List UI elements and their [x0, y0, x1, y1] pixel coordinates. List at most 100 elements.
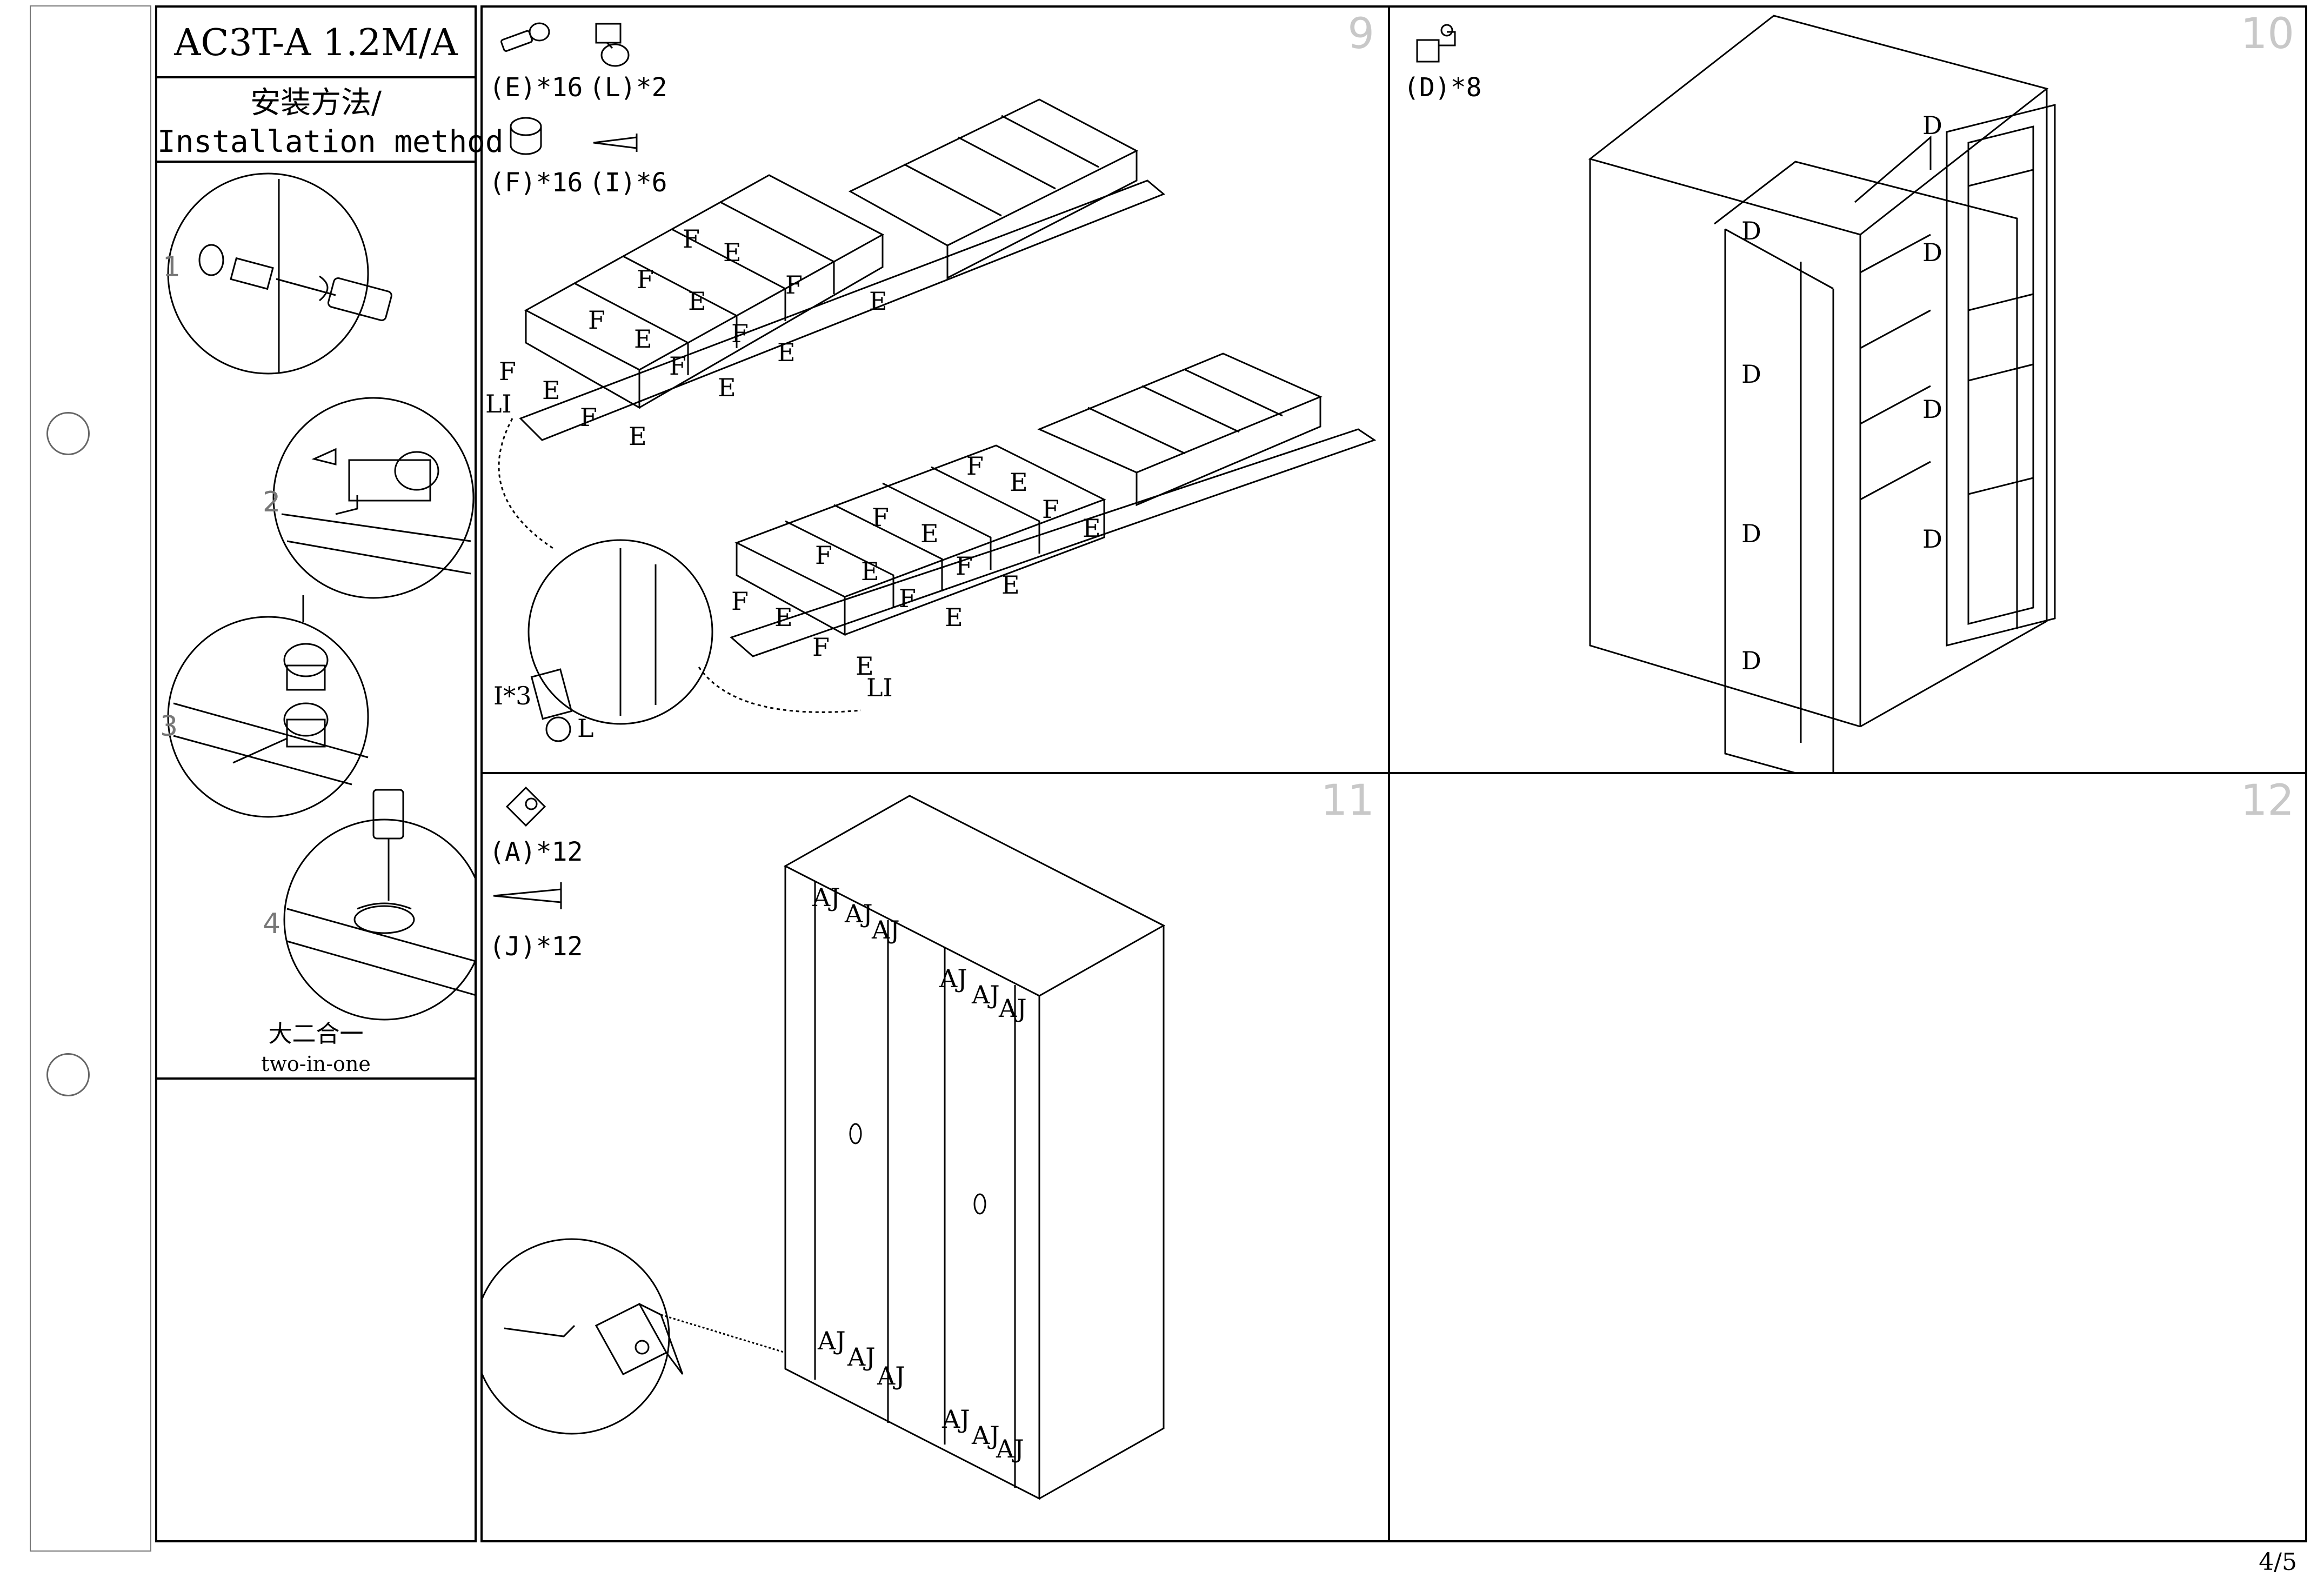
- AJ-label: AJ: [939, 964, 967, 993]
- step-11-back-drawing: [483, 795, 1166, 1500]
- F-label: F: [588, 305, 605, 335]
- AJ-label: AJ: [972, 1421, 1000, 1450]
- F-label: F: [956, 551, 973, 581]
- F-label: F: [1042, 495, 1059, 524]
- step-11-panel: 11 (A)*12 (J)*12 AJ AJ AJ AJ AJ AJ AJ AJ…: [483, 774, 1388, 1540]
- F-label: F: [669, 351, 686, 381]
- E-label: E: [542, 376, 560, 405]
- D-label: D: [1922, 111, 1942, 140]
- E-label: E: [920, 519, 939, 548]
- F-label: F: [637, 265, 654, 294]
- D-label: D: [1922, 524, 1942, 554]
- F-label: F: [731, 319, 749, 348]
- step-9-panel: 9 (E)*16 (L)*2 (F)*16 (I)*6: [483, 8, 1388, 772]
- LI-label-lower: LI: [866, 673, 893, 702]
- F-label: F: [815, 541, 832, 570]
- AJ-label: AJ: [818, 1326, 846, 1355]
- D-label: D: [1922, 238, 1942, 267]
- step-number-11: 11: [1320, 776, 1374, 825]
- F-label: F: [872, 503, 889, 532]
- step-12-panel: 12: [1390, 774, 2305, 1540]
- AJ-label: AJ: [877, 1361, 905, 1390]
- E-label: E: [945, 603, 963, 632]
- method-box: 安装方法/ Installation method: [155, 76, 504, 163]
- E-label: E: [634, 324, 652, 354]
- E-label: E: [869, 287, 887, 316]
- E-label: E: [688, 287, 706, 316]
- E-label: E: [629, 422, 647, 451]
- F-label: F: [499, 357, 516, 386]
- LI-label-upper: LI: [485, 389, 512, 418]
- part-E-icon: [500, 22, 550, 52]
- punch-hole-top: [46, 412, 90, 455]
- callout-I-label: I*3: [493, 681, 532, 710]
- E-label: E: [774, 603, 793, 632]
- part-I-icon: [593, 134, 638, 152]
- part-L-icon: [595, 23, 630, 67]
- step-number-9: 9: [1347, 10, 1374, 58]
- E-label: E: [723, 238, 742, 267]
- AJ-label: AJ: [812, 883, 840, 912]
- part-I-count: (I)*6: [589, 168, 667, 198]
- F-label: F: [785, 270, 803, 300]
- part-E-count: (E)*16: [489, 72, 583, 103]
- part-J-count: (J)*12: [489, 931, 583, 962]
- part-A-count: (A)*12: [489, 837, 583, 867]
- step-number-10: 10: [2240, 10, 2294, 58]
- F-label: F: [812, 633, 830, 662]
- E-label: E: [1083, 514, 1101, 543]
- D-label: D: [1741, 360, 1761, 389]
- empty-left-box: [155, 1077, 477, 1542]
- part-A-bracket-icon: [505, 786, 546, 827]
- binder-margin: [30, 5, 151, 1552]
- E-label: E: [1001, 570, 1020, 600]
- F-label: F: [731, 587, 749, 616]
- D-label: D: [1922, 395, 1942, 424]
- two-in-one-cn: 大二合一: [268, 1020, 364, 1048]
- method-step-2: 2: [263, 486, 281, 518]
- part-F-icon: [510, 117, 542, 155]
- F-label: F: [683, 224, 700, 254]
- grid-horizontal-divider: [480, 772, 2307, 774]
- callout-L-label: L: [577, 714, 594, 743]
- part-J-screw-icon: [493, 882, 562, 909]
- D-label: D: [1741, 519, 1761, 548]
- AJ-label: AJ: [999, 994, 1027, 1023]
- E-label: E: [1010, 468, 1028, 497]
- E-label: E: [718, 373, 736, 402]
- D-label: D: [1741, 646, 1761, 675]
- part-L-count: (L)*2: [589, 72, 667, 103]
- method-illustration-box: 1 2 3 4 大二合一 two-in-one: [155, 161, 485, 1080]
- part-D-hinge-icon: [1416, 24, 1456, 63]
- step-number-12: 12: [2240, 776, 2294, 825]
- step-10-panel: 10 (D)*8 D D D D D D D D: [1390, 8, 2305, 772]
- E-label: E: [861, 557, 879, 586]
- method-title-cn: 安装方法/: [250, 85, 382, 121]
- D-label: D: [1741, 216, 1761, 245]
- two-in-one-en: two-in-one: [261, 1052, 371, 1076]
- AJ-label: AJ: [872, 915, 900, 944]
- F-label: F: [899, 584, 916, 613]
- method-title-en: Installation method: [157, 124, 504, 159]
- model-title: AC3T-A 1.2M/A: [174, 22, 458, 64]
- part-D-count: (D)*8: [1404, 72, 1482, 103]
- E-label: E: [856, 651, 874, 681]
- step-9-assembly-drawing: [498, 98, 1377, 742]
- F-label: F: [966, 451, 984, 481]
- AJ-label: AJ: [942, 1405, 970, 1434]
- method-step-1: 1: [163, 251, 181, 283]
- AJ-label: AJ: [845, 899, 873, 928]
- page-number: 4/5: [2259, 1548, 2297, 1576]
- method-step-4: 4: [263, 908, 281, 940]
- title-box: AC3T-A 1.2M/A: [155, 5, 477, 78]
- AJ-label: AJ: [847, 1342, 876, 1372]
- AJ-label: AJ: [996, 1434, 1024, 1463]
- cam-lock-method-drawing: 1 2 3 4: [160, 172, 485, 1021]
- punch-hole-bottom: [46, 1053, 90, 1096]
- step-10-cabinet-drawing: [1588, 15, 2056, 772]
- AJ-label: AJ: [972, 980, 1000, 1009]
- E-label: E: [777, 338, 796, 367]
- F-label: F: [580, 403, 597, 432]
- part-F-count: (F)*16: [489, 168, 583, 198]
- method-step-3: 3: [160, 710, 178, 743]
